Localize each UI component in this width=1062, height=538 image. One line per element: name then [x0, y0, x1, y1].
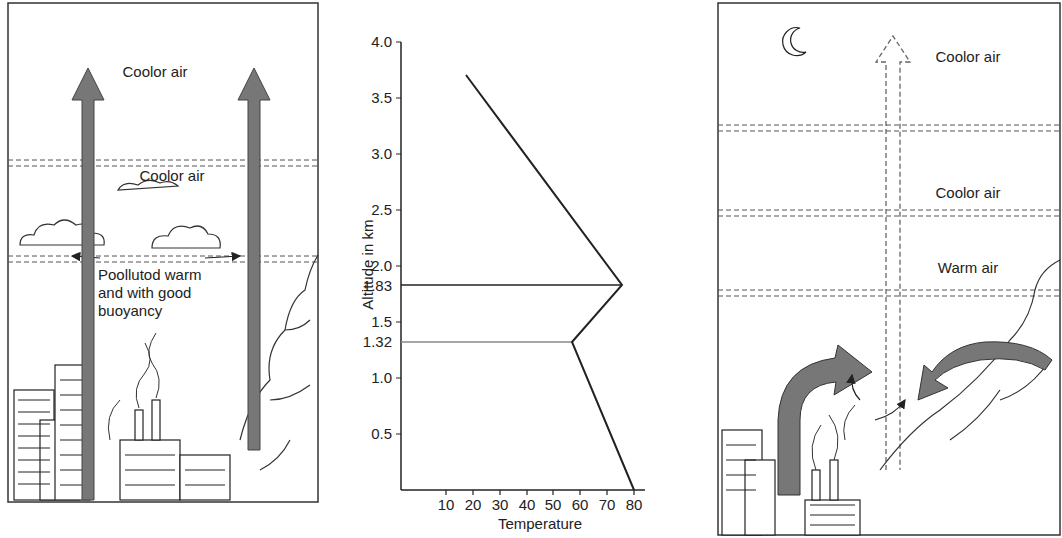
axis-tick-label: 50 [545, 496, 562, 513]
temperature-profile [396, 42, 645, 495]
axis-tick-label: 2.5 [371, 201, 392, 218]
night-panel [718, 3, 1060, 535]
axis-tick-label: 3.0 [371, 145, 392, 162]
axis-tick-label: 1.32 [363, 333, 392, 350]
axis-tick-label: 4.0 [371, 33, 392, 50]
axis-tick-label: 40 [519, 496, 536, 513]
axis-tick-label: 10 [438, 496, 455, 513]
layer-label: Coolor air [139, 167, 204, 184]
day-panel [8, 3, 318, 502]
layer-label: Coolor air [122, 63, 187, 80]
layer-label: Warm air [938, 259, 998, 276]
axis-tick-label: 0.5 [371, 425, 392, 442]
layer-label: Poollutod warm and with good buoyancy [98, 266, 210, 320]
axis-title: Temperature [498, 515, 582, 532]
axis-tick-label: 1.5 [371, 313, 392, 330]
axis-tick-label: 20 [465, 496, 482, 513]
axis-tick-label: 80 [626, 496, 643, 513]
axis-tick-label: 3.5 [371, 89, 392, 106]
axis-tick-label: 30 [492, 496, 509, 513]
layer-label: Coolor air [935, 184, 1000, 201]
axis-tick-label: 1.0 [371, 369, 392, 386]
axis-title: Altitude in km [359, 220, 376, 310]
axis-tick-label: 70 [599, 496, 616, 513]
axis-tick-label: 60 [572, 496, 589, 513]
layer-label: Coolor air [935, 48, 1000, 65]
